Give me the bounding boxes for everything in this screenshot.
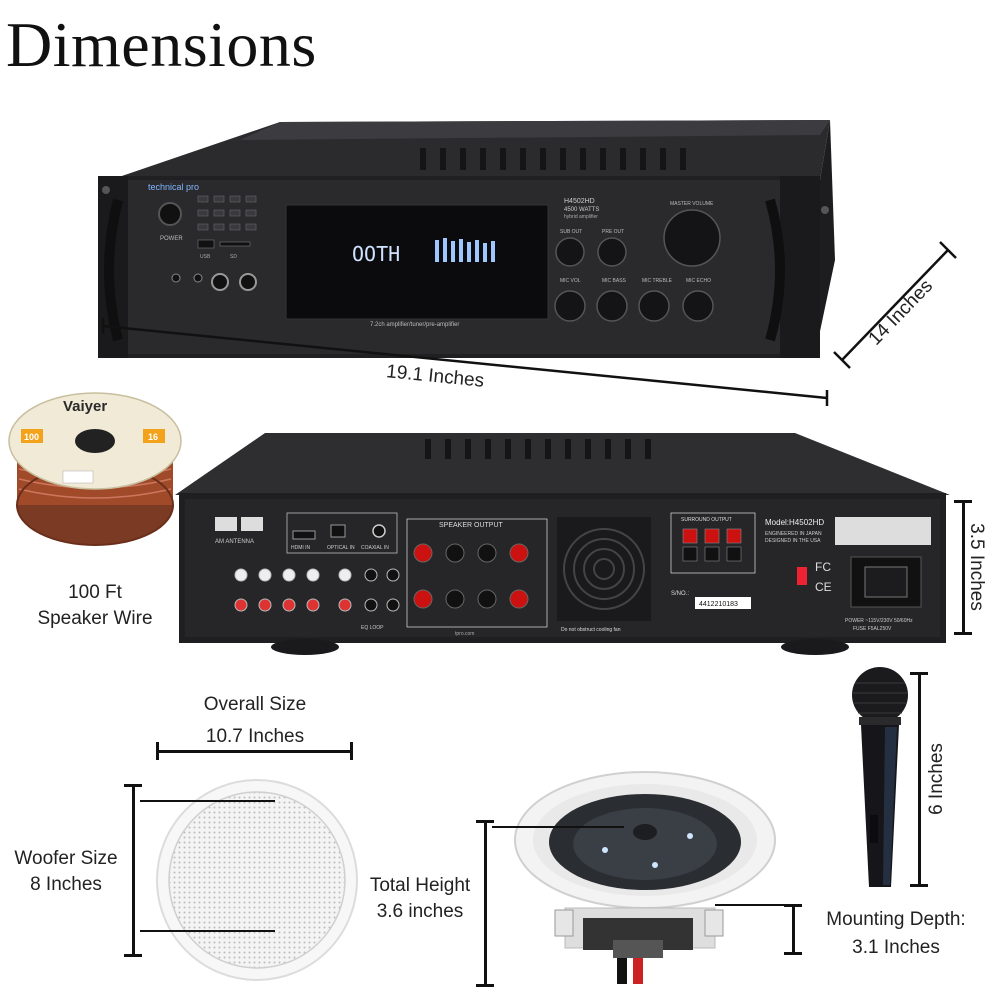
- amp-hybrid: hybrid amplifier: [564, 214, 598, 220]
- rear-engineered: ENGINEERED IN JAPAN: [765, 531, 822, 537]
- height-measure-cap-top: [954, 500, 972, 503]
- rear-fuse: FUSE F5AL250V: [853, 626, 892, 632]
- rear-am-antenna: AM ANTENNA: [215, 539, 254, 545]
- woofer-measure-line: [132, 784, 135, 956]
- rear-speaker-output: SPEAKER OUTPUT: [439, 522, 504, 529]
- rear-serial: 4412210183: [699, 601, 738, 608]
- mount-depth-title: Mounting Depth:: [826, 909, 966, 930]
- rear-eq-loop: EQ LOOP: [361, 625, 384, 631]
- rear-cooling: Do not obstruct cooling fan: [561, 627, 621, 633]
- knob-label-mic-echo: MIC ECHO: [686, 278, 711, 284]
- woofer-pointer-bottom: [140, 930, 275, 932]
- amp-watts: 4500 WATTS: [564, 207, 599, 213]
- microphone-image: [852, 667, 908, 887]
- display-text: OOTH: [352, 242, 400, 266]
- amp-brand: technical pro: [148, 182, 199, 192]
- mount-depth-cap-top: [784, 904, 802, 907]
- total-height-value: 3.6 inches: [376, 901, 464, 922]
- woofer-size-value: 8 Inches: [30, 874, 102, 895]
- mount-depth-value: 3.1 Inches: [852, 937, 940, 958]
- amplifier-rear-image: AM ANTENNA HDMI IN OPTICAL IN COAXIAL IN…: [175, 433, 950, 655]
- overall-measure-cap-right: [350, 742, 353, 760]
- height-measure-line: [962, 500, 965, 634]
- wire-label-line2: Speaker Wire: [37, 608, 153, 629]
- total-height-cap-bottom: [476, 984, 494, 987]
- total-height-measure-line: [484, 820, 487, 986]
- overall-measure-line: [156, 750, 352, 753]
- usb-label: USB: [200, 254, 211, 260]
- knob-label-mic-treble: MIC TREBLE: [642, 278, 673, 284]
- amplifier-front-image: technical pro POWER USB SD OOTH 7.2ch am…: [98, 120, 835, 358]
- amp-height-label: 3.5 Inches: [966, 523, 987, 611]
- woofer-size-label: Woofer Size 8 Inches: [4, 846, 128, 898]
- height-measure-cap-bottom: [954, 632, 972, 635]
- knob-label-pre-out: PRE OUT: [602, 229, 624, 235]
- amp-model: H4502HD: [564, 198, 595, 205]
- depth-measure-line: [833, 241, 957, 369]
- knob-label-mic-vol: MIC VOL: [560, 278, 581, 284]
- rear-hdmi-in: HDMI IN: [291, 545, 311, 551]
- mic-measure-cap-top: [910, 672, 928, 675]
- woofer-size-title: Woofer Size: [14, 848, 118, 869]
- ceiling-speaker-front-image: [156, 779, 358, 981]
- power-label: POWER: [160, 236, 183, 242]
- speaker-wire-spool-image: Vaiyer 100 16: [8, 392, 182, 546]
- rear-model: Model:H4502HD: [765, 518, 824, 527]
- wire-label-line1: 100 Ft: [68, 582, 122, 603]
- wire-feet-badge: 100: [24, 432, 39, 442]
- sd-label: SD: [230, 254, 237, 260]
- knob-label-master: MASTER VOLUME: [670, 201, 714, 207]
- mount-depth-label: Mounting Depth: 3.1 Inches: [806, 906, 986, 962]
- knob-label-sub-out: SUB OUT: [560, 229, 582, 235]
- rear-serial-label: S/NO.:: [671, 591, 689, 597]
- wire-label: 100 Ft Speaker Wire: [20, 580, 170, 632]
- rear-power-spec: POWER ~115V/230V 50/60Hz: [845, 618, 913, 624]
- page-title: Dimensions: [6, 9, 317, 80]
- woofer-measure-cap-top: [124, 784, 142, 787]
- mic-measure-line: [918, 672, 921, 886]
- width-measure-line: [101, 318, 829, 406]
- total-height-label: Total Height 3.6 inches: [355, 873, 485, 925]
- mount-depth-cap-bottom: [784, 952, 802, 955]
- total-height-cap-top: [476, 820, 494, 823]
- rear-website: tpro.com: [455, 631, 474, 637]
- rear-designed: DESIGNED IN THE USA: [765, 538, 821, 544]
- total-height-title: Total Height: [369, 875, 471, 896]
- mic-measure-cap-bottom: [910, 884, 928, 887]
- ceiling-speaker-angled-image: [514, 771, 776, 984]
- wire-brand: Vaiyer: [63, 398, 107, 415]
- rear-optical-in: OPTICAL IN: [327, 545, 355, 551]
- overall-size-label: Overall Size: [203, 694, 307, 715]
- wire-gauge-badge: 16: [148, 432, 158, 442]
- height-pointer-top: [492, 826, 624, 828]
- mic-length-label: 6 Inches: [926, 743, 947, 815]
- woofer-measure-cap-bottom: [124, 954, 142, 957]
- amp-tagline: 7.2ch amplifier/tuner/pre-amplifier: [370, 322, 459, 328]
- knob-label-mic-bass: MIC BASS: [602, 278, 627, 284]
- rear-surround-output: SURROUND OUTPUT: [681, 517, 732, 523]
- rear-coaxial-in: COAXIAL IN: [361, 545, 389, 551]
- depth-pointer-top: [715, 904, 793, 906]
- mount-depth-measure-line: [792, 904, 795, 954]
- rear-fcc: FC: [815, 560, 831, 574]
- overall-size-value: 10.7 Inches: [205, 726, 305, 747]
- overall-measure-cap-left: [156, 742, 159, 760]
- woofer-pointer-top: [140, 800, 275, 802]
- rear-ce: CE: [815, 580, 832, 594]
